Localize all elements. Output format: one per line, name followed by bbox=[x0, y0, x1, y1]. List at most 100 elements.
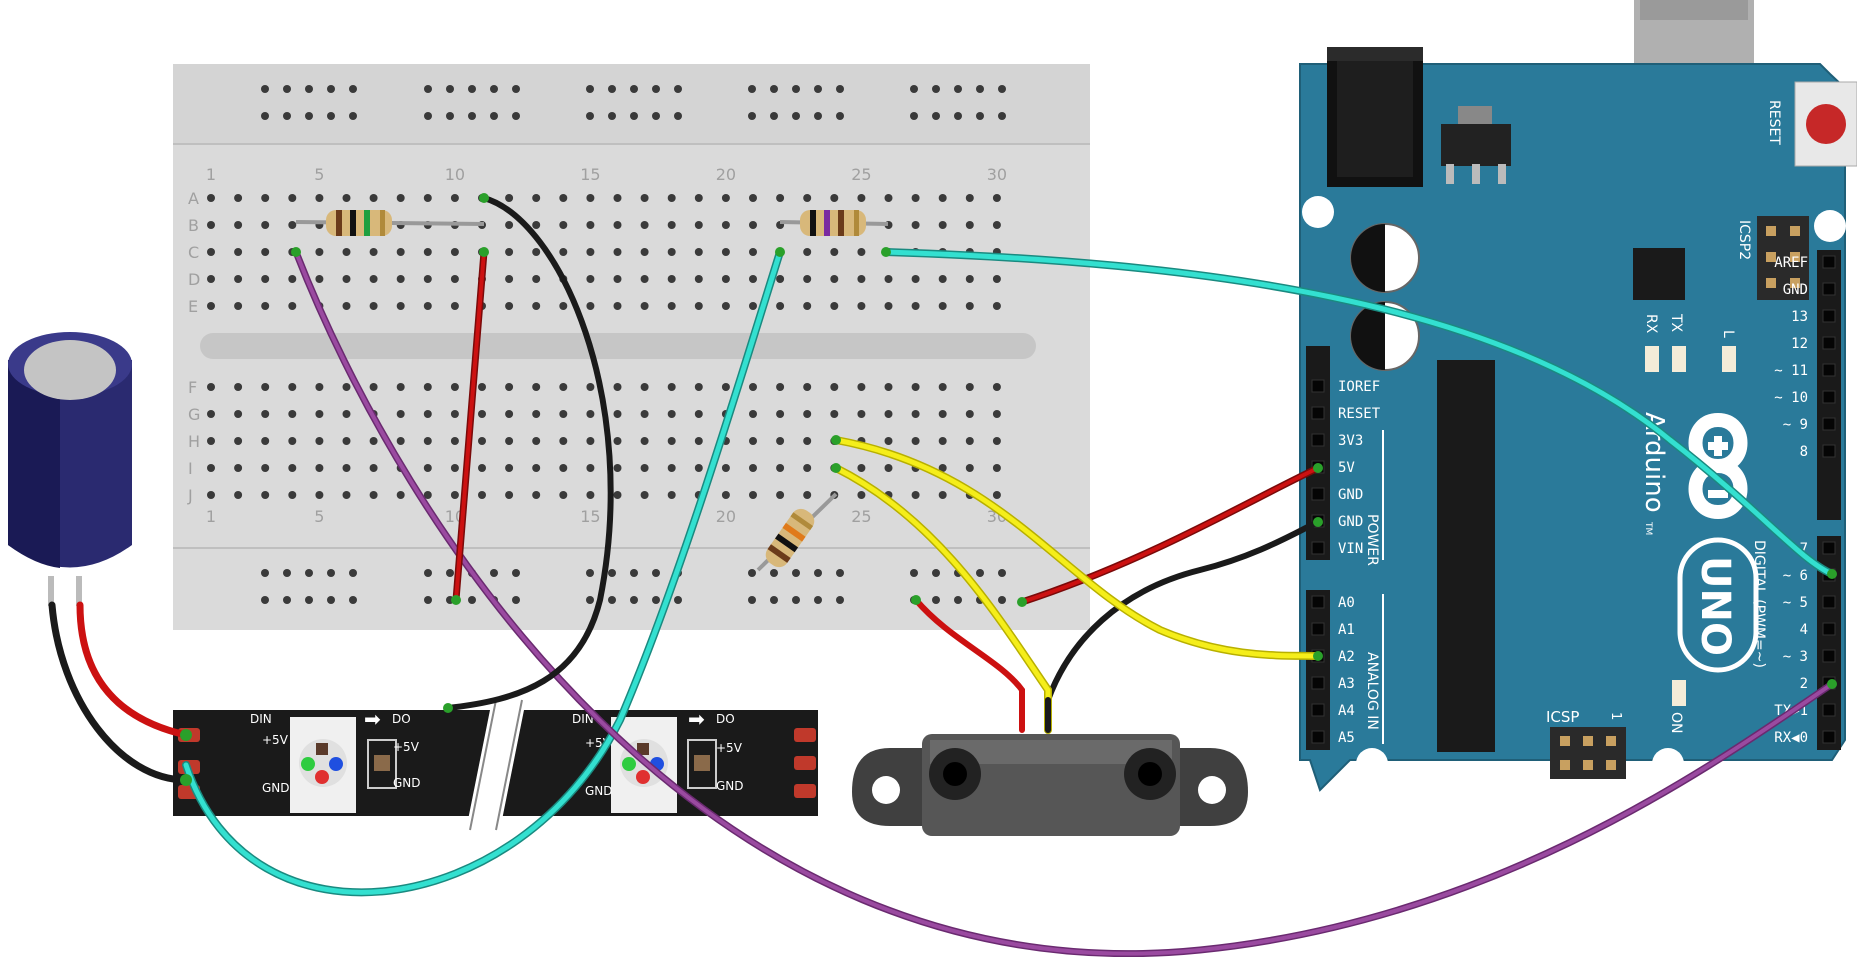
breadboard-hole bbox=[586, 437, 595, 445]
board-capacitor bbox=[1350, 223, 1420, 293]
wire-black bbox=[48, 601, 190, 784]
breadboard-hole bbox=[450, 302, 459, 310]
breadboard-hole bbox=[261, 383, 270, 391]
breadboard-hole bbox=[532, 275, 541, 283]
breadboard-hole bbox=[667, 491, 676, 499]
breadboard-hole bbox=[694, 383, 703, 391]
breadboard-hole bbox=[613, 383, 622, 391]
digital-pin-socket bbox=[1822, 541, 1836, 555]
rail-hole bbox=[283, 569, 291, 577]
breadboard-hole bbox=[207, 275, 215, 283]
breadboard-hole bbox=[613, 221, 622, 229]
breadboard-hole bbox=[776, 437, 785, 445]
digital-pin-label: 2 bbox=[1800, 676, 1808, 692]
breadboard-hole bbox=[776, 275, 785, 283]
rail-hole bbox=[512, 569, 520, 577]
rail-hole bbox=[954, 112, 962, 120]
rail-hole bbox=[630, 569, 638, 577]
breadboard-hole bbox=[288, 437, 297, 445]
row-letter: A bbox=[188, 189, 199, 208]
rail-hole bbox=[910, 85, 918, 93]
reset-button[interactable] bbox=[1794, 81, 1857, 167]
rail-hole bbox=[424, 569, 432, 577]
breadboard-hole bbox=[288, 221, 297, 229]
rail-hole bbox=[976, 112, 984, 120]
arrow-icon: ➡ bbox=[688, 707, 705, 731]
breadboard-hole bbox=[450, 464, 459, 472]
rail-hole bbox=[424, 596, 432, 604]
breadboard-hole bbox=[667, 194, 676, 202]
power-pin-socket bbox=[1311, 379, 1325, 393]
infinity-logo bbox=[1688, 412, 1748, 520]
breadboard-hole bbox=[532, 194, 541, 202]
rail-hole bbox=[261, 85, 269, 93]
breadboard-hole bbox=[965, 302, 974, 310]
breadboard-hole bbox=[911, 383, 920, 391]
breadboard-hole bbox=[830, 410, 839, 418]
breadboard-hole bbox=[532, 437, 541, 445]
rail-hole bbox=[349, 569, 357, 577]
breadboard-hole bbox=[613, 410, 622, 418]
analog-pin-label: A5 bbox=[1338, 730, 1355, 746]
breadboard-hole bbox=[667, 437, 676, 445]
rail-hole bbox=[836, 569, 844, 577]
breadboard-hole bbox=[965, 383, 974, 391]
rail-hole bbox=[327, 112, 335, 120]
rail-hole bbox=[327, 85, 335, 93]
model-label: UNO bbox=[1692, 556, 1738, 656]
led-strip: DIN +5V GND ➡ DO +5V GND DIN +5V GND ➡ D… bbox=[173, 699, 818, 831]
breadboard-hole bbox=[992, 302, 1001, 310]
breadboard-hole bbox=[396, 410, 405, 418]
gnd-label-4: GND bbox=[716, 779, 744, 793]
breadboard-hole bbox=[450, 383, 459, 391]
digital-pin-socket bbox=[1822, 595, 1836, 609]
breadboard-hole bbox=[776, 302, 785, 310]
breadboard-hole bbox=[423, 302, 432, 310]
power-pin-label: GND bbox=[1338, 487, 1363, 503]
rail-hole bbox=[283, 596, 291, 604]
breadboard-hole bbox=[423, 410, 432, 418]
breadboard-hole bbox=[505, 302, 514, 310]
rail-hole bbox=[446, 112, 454, 120]
digital-pin-label: ~ 10 bbox=[1774, 390, 1808, 406]
breadboard-hole bbox=[234, 410, 243, 418]
breadboard-hole bbox=[207, 248, 215, 256]
column-number: 20 bbox=[716, 165, 736, 184]
breadboard-hole bbox=[749, 437, 757, 445]
breadboard-hole bbox=[369, 248, 378, 256]
mounting-hole bbox=[1814, 210, 1846, 242]
breadboard-hole bbox=[261, 491, 270, 499]
on-label: ON bbox=[1668, 712, 1684, 734]
breadboard-hole bbox=[640, 464, 649, 472]
rail-hole bbox=[932, 112, 940, 120]
breadboard-hole bbox=[911, 221, 920, 229]
rail-hole bbox=[424, 112, 432, 120]
l-label: L bbox=[1720, 330, 1736, 338]
breadboard-hole bbox=[749, 248, 757, 256]
rail-hole bbox=[490, 569, 498, 577]
breadboard-hole bbox=[288, 410, 297, 418]
breadboard-hole bbox=[857, 491, 866, 499]
column-number: 25 bbox=[851, 165, 871, 184]
breadboard-hole bbox=[396, 248, 405, 256]
breadboard-hole bbox=[559, 491, 568, 499]
wire-black bbox=[445, 195, 614, 711]
rail-hole bbox=[814, 569, 822, 577]
breadboard-hole bbox=[234, 248, 243, 256]
rail-hole bbox=[608, 569, 616, 577]
row-letter: B bbox=[188, 216, 199, 235]
breadboard-hole bbox=[803, 491, 812, 499]
column-number: 15 bbox=[580, 507, 600, 526]
rail-hole bbox=[349, 596, 357, 604]
digital-pin-label: AREF bbox=[1774, 255, 1808, 271]
breadboard-hole bbox=[478, 491, 486, 499]
breadboard-hole bbox=[450, 410, 459, 418]
reset-label: RESET bbox=[1766, 100, 1782, 145]
rail-hole bbox=[608, 85, 616, 93]
rail-hole bbox=[490, 112, 498, 120]
breadboard-hole bbox=[423, 383, 432, 391]
wire-red-5v bbox=[1020, 466, 1320, 604]
digital-pin-socket bbox=[1822, 649, 1836, 663]
breadboard-hole bbox=[586, 194, 595, 202]
breadboard-hole bbox=[721, 248, 730, 256]
